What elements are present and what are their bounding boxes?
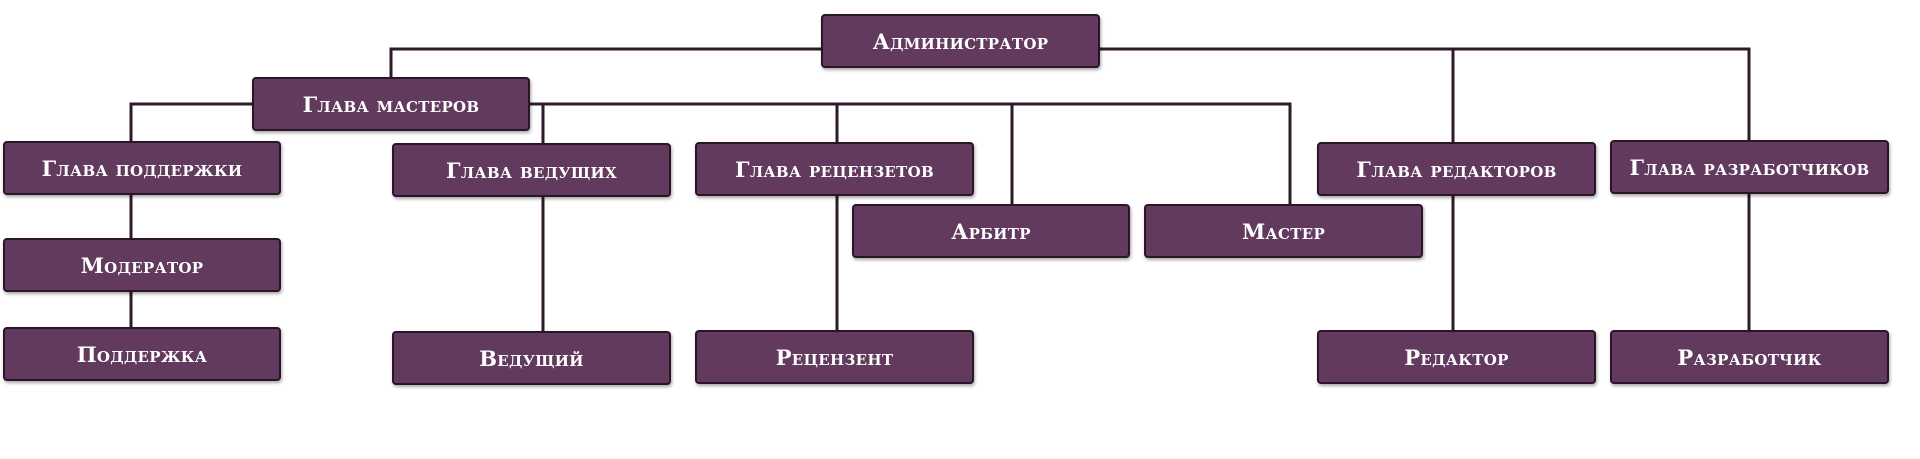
- node-moderator: Модератор: [3, 238, 281, 292]
- node-head-of-masters: Глава мастеров: [252, 77, 530, 131]
- node-support: Поддержка: [3, 327, 281, 381]
- node-reviewer: Рецензент: [695, 330, 974, 384]
- node-editor: Редактор: [1317, 330, 1596, 384]
- node-head-of-support: Глава поддержки: [3, 141, 281, 195]
- node-host: Ведущий: [392, 331, 671, 385]
- node-head-of-developers: Глава разработчиков: [1610, 140, 1889, 194]
- node-arbiter: Арбитр: [852, 204, 1130, 258]
- node-administrator: Администратор: [821, 14, 1100, 68]
- node-developer: Разработчик: [1610, 330, 1889, 384]
- node-master: Мастер: [1144, 204, 1423, 258]
- node-head-of-editors: Глава редакторов: [1317, 142, 1596, 196]
- node-head-of-hosts: Глава ведущих: [392, 143, 671, 197]
- node-head-of-reviewers: Глава рецензетов: [695, 142, 974, 196]
